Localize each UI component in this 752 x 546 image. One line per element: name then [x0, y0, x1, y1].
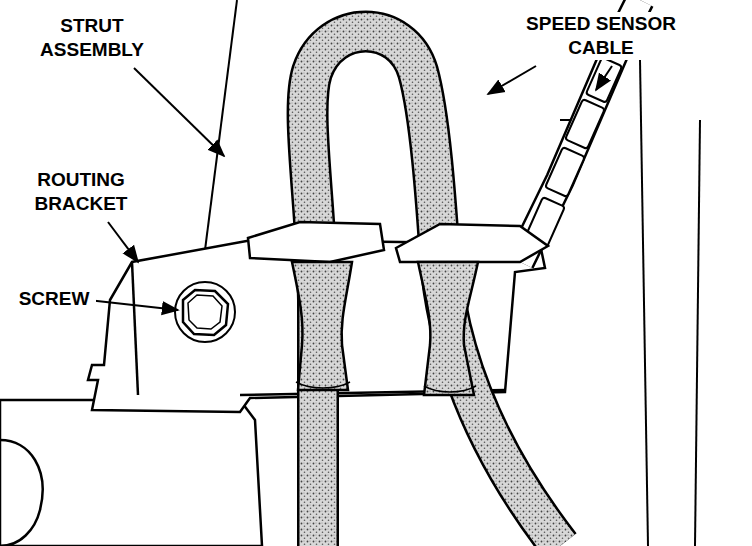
- part-label: SPEED SENSOR CABLE: [506, 12, 696, 60]
- grommet: [292, 262, 478, 395]
- leader-line: [88, 66, 612, 310]
- grommet-band: [296, 382, 476, 392]
- part-label: ROUTING BRACKET: [16, 168, 146, 216]
- bracket-clip: [248, 222, 548, 262]
- housing: [0, 400, 262, 546]
- screw: [175, 282, 235, 342]
- part-label: SCREW: [12, 287, 96, 311]
- part-label: STRUT ASSEMBLY: [26, 14, 158, 62]
